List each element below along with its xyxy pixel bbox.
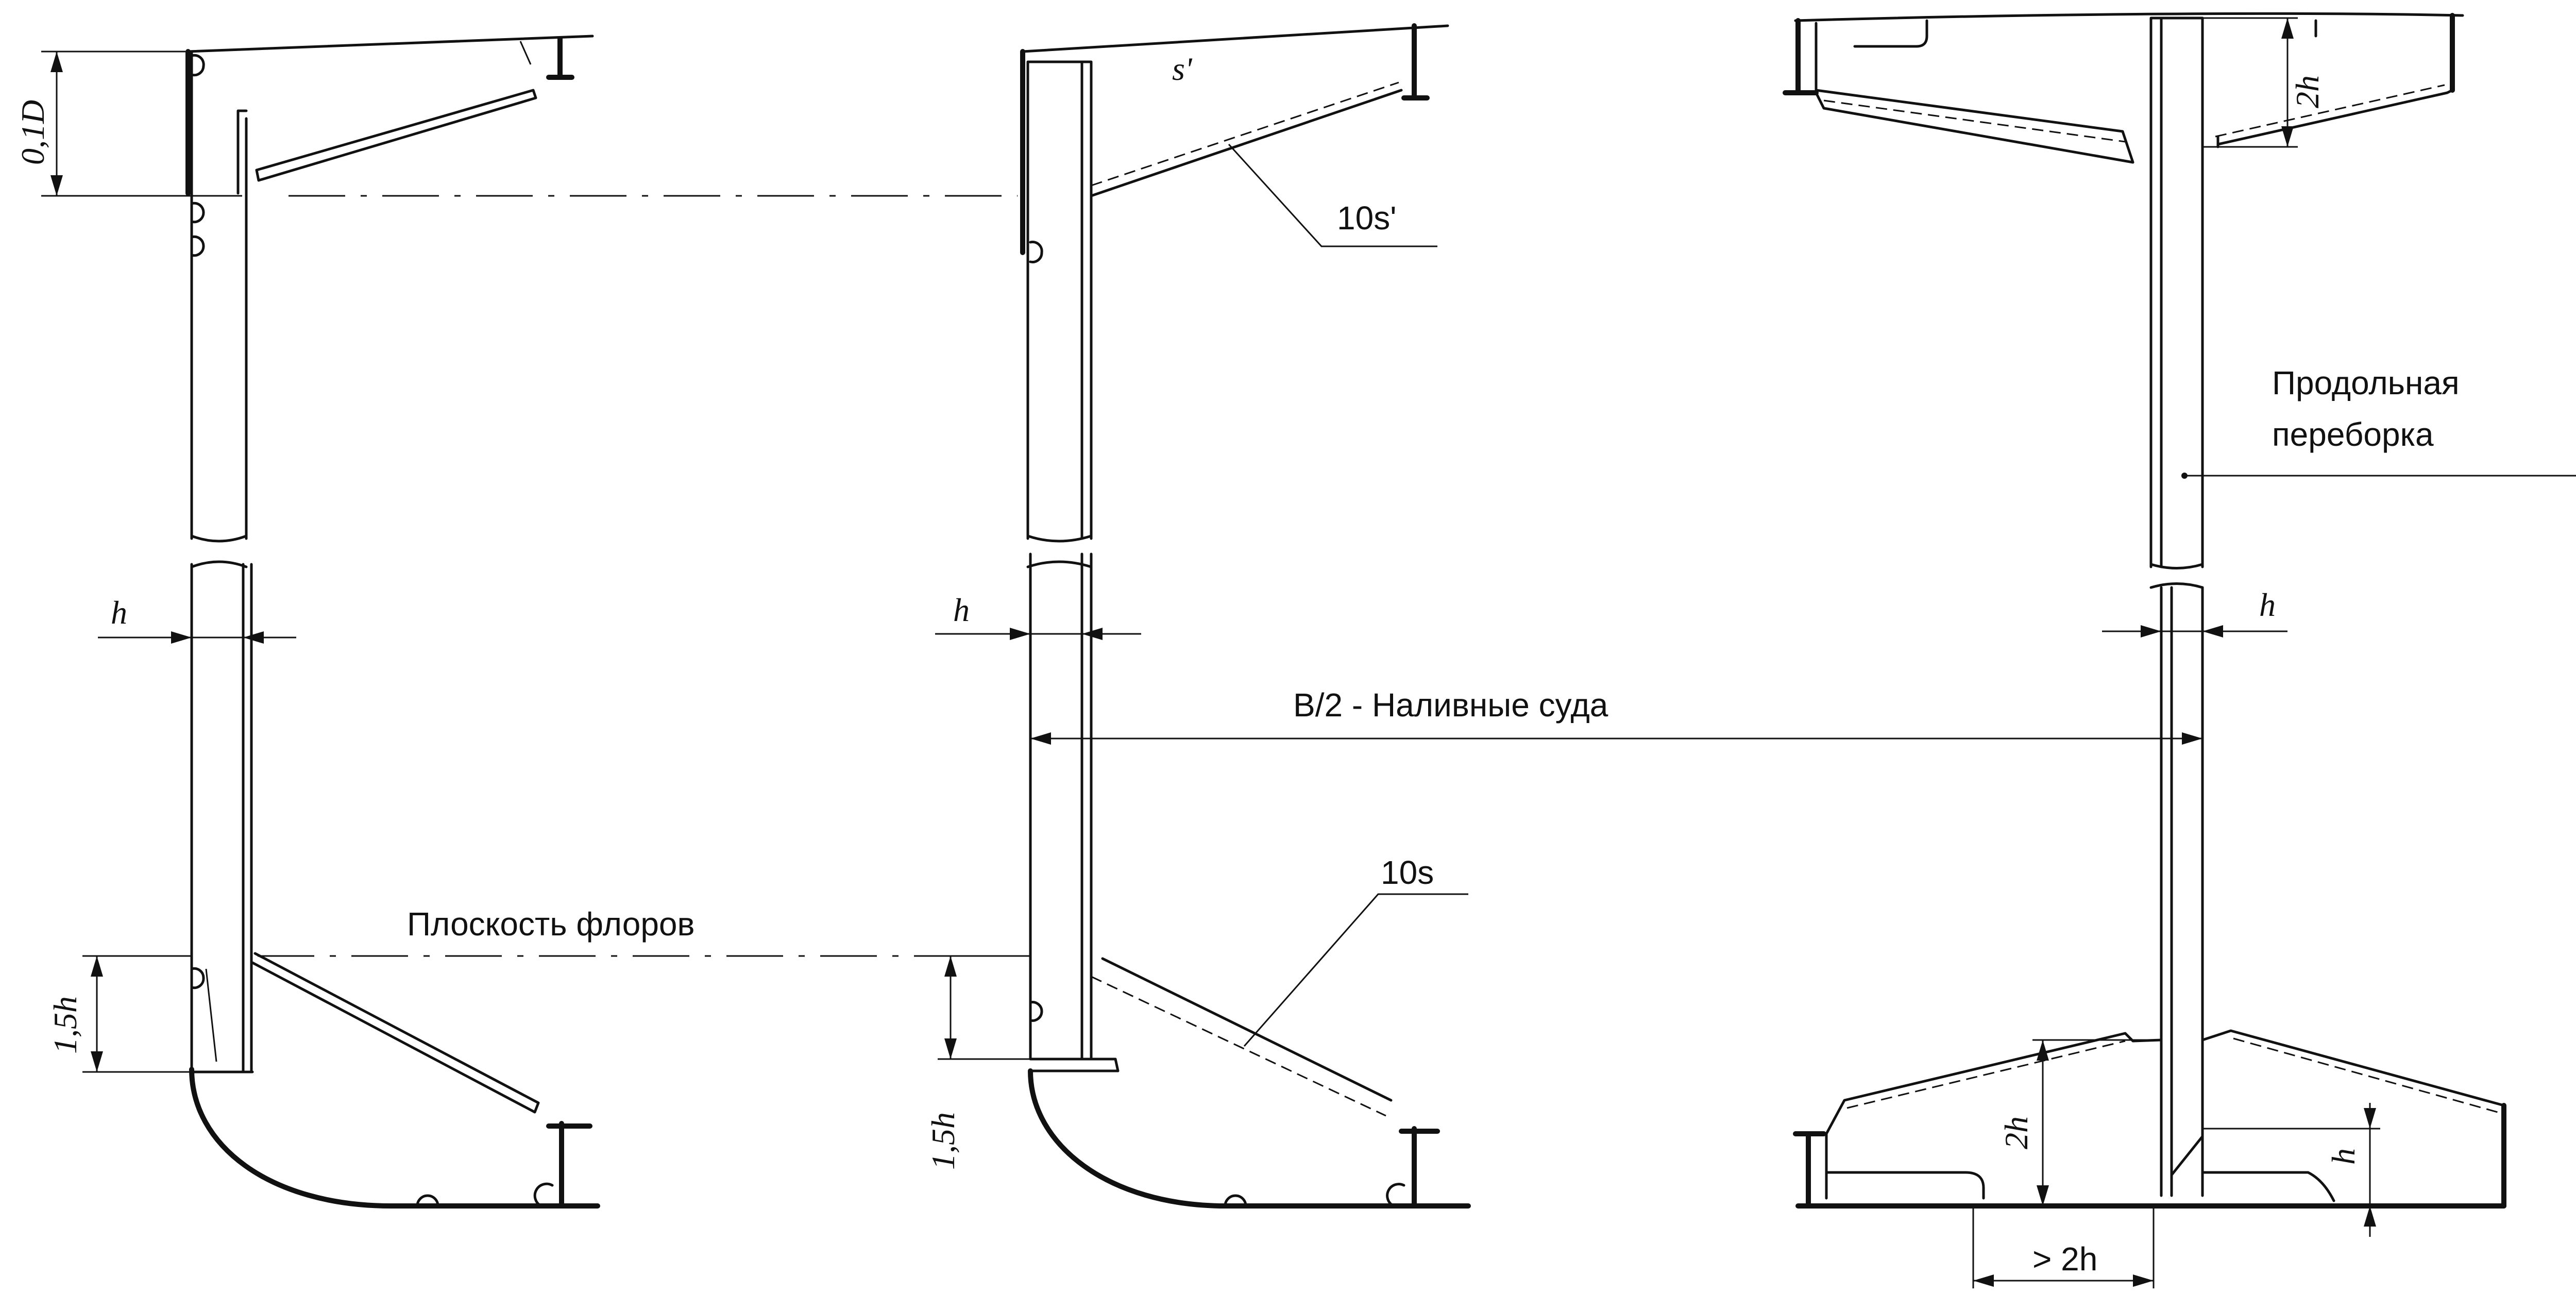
middle-frame-detail: s'	[1020, 23, 1471, 1209]
right-deck-web-dashes	[1823, 84, 2445, 143]
right-bottom-cutout	[1825, 1171, 2335, 1202]
mid-upper-bracket-weld	[1091, 81, 1399, 187]
dim-2h-top: 2h	[2202, 17, 2326, 148]
left-frame-break	[190, 534, 248, 568]
mid-upper-bracket	[1090, 89, 1403, 197]
dim-h-left: h	[98, 594, 296, 644]
dim-h-bottom-right: h	[2202, 1103, 2380, 1237]
leader-10s: 10s	[1243, 854, 1468, 1047]
mid-frame-break	[1026, 534, 1093, 568]
left-upper-bracket	[255, 89, 537, 182]
left-scallops	[190, 54, 554, 1207]
dim-B2: B/2 - Наливные суда	[1030, 686, 2202, 745]
leader-longitudinal-bulkhead: Продольная переборка	[2181, 364, 2576, 479]
dim-h-mid-label: h	[953, 592, 970, 628]
dim-01D-label: 0,1D	[14, 100, 51, 165]
dim-h-right-label: h	[2259, 586, 2276, 623]
dim-h-right: h	[2102, 586, 2287, 637]
mid-deck-line	[1021, 24, 1449, 53]
right-deck-web-r	[2216, 89, 2454, 148]
right-deck-line	[1794, 12, 2464, 22]
left-frame-detail	[185, 35, 600, 1209]
dim-2h-top-label: 2h	[2289, 75, 2326, 108]
right-deck-stiffener-left	[1783, 18, 1819, 95]
dim-h-left-label: h	[111, 594, 127, 631]
ten-s-label: 10s	[1381, 854, 1434, 891]
right-frame-detail	[1783, 12, 2506, 1209]
mid-deck-beam	[1401, 23, 1430, 100]
left-bottom-longitudinal	[546, 1121, 592, 1209]
mid-scallops	[1029, 241, 1405, 1207]
left-toe-lines	[205, 41, 532, 1062]
right-deck-web	[1815, 22, 2134, 164]
dim-h-bottom-right-label: h	[2325, 1148, 2362, 1165]
right-bottom-web-dashes	[1846, 1037, 2502, 1114]
left-frame-upper	[190, 50, 248, 540]
right-bulkhead-upper	[2149, 16, 2204, 568]
left-bilge	[189, 1067, 600, 1209]
mid-lower-bracket	[1101, 957, 1393, 1102]
dim-h-mid: h	[935, 592, 1141, 640]
dim-2h-bottom-label: 2h	[1998, 1116, 2035, 1149]
right-bottom-stiffener-left	[1793, 1131, 1826, 1209]
left-lower-bracket	[251, 952, 540, 1114]
mid-bilge	[1028, 1068, 1471, 1209]
dim-gt-2h: > 2h	[1972, 1206, 2155, 1288]
right-deck-cutout	[1853, 19, 2317, 48]
left-frame-lower	[190, 563, 254, 1073]
dim-15h-left: 1,5h	[47, 955, 192, 1073]
dim-15h-mid-label: 1,5h	[925, 1112, 961, 1170]
mid-frame-upper	[1026, 60, 1093, 540]
right-bulkhead-lower	[2160, 586, 2204, 1197]
mid-bottom-longitudinal	[1399, 1126, 1440, 1209]
right-heel-diagonal	[2170, 1135, 2204, 1177]
dim-gt-2h-label: > 2h	[2032, 1240, 2097, 1278]
left-deck-line	[187, 35, 594, 53]
long-bulkhead-label-2: переборка	[2272, 416, 2434, 453]
dim-15h-mid: 1,5h	[925, 955, 1030, 1170]
B2-label: B/2 - Наливные суда	[1293, 686, 1608, 724]
mid-lower-bracket-weld	[1091, 976, 1386, 1117]
floor-plane-label: Плоскость флоров	[407, 905, 695, 943]
dim-01D: 0,1D	[14, 51, 242, 197]
ten-s-prime-label: 10s'	[1337, 199, 1396, 237]
dim-15h-left-label: 1,5h	[47, 996, 83, 1054]
long-bulkhead-label-1: Продольная	[2272, 364, 2460, 401]
right-bulkhead-break	[2149, 563, 2204, 589]
left-deck-beam	[546, 36, 574, 80]
s-prime-label: s'	[1172, 51, 1193, 87]
dim-2h-bottom: 2h	[1998, 1039, 2161, 1207]
leader-10s-prime: 10s'	[1228, 143, 1437, 247]
mid-frame-lower	[1029, 552, 1120, 1072]
